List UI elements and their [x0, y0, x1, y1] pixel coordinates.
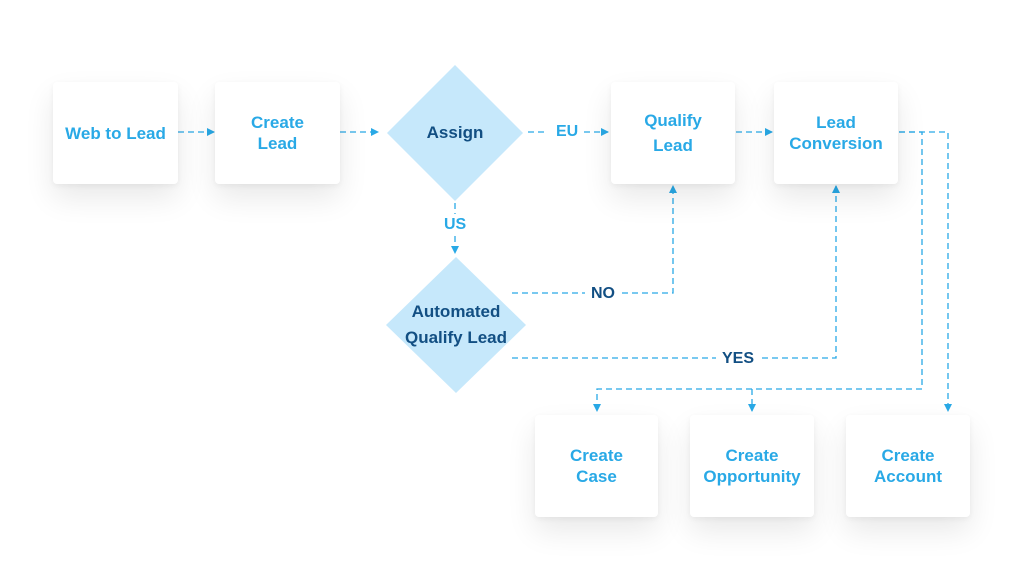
node-create-lead: Create Lead [215, 82, 340, 184]
node-automated-qualify-lead: Automated Qualify Lead [386, 298, 526, 352]
edge-yes-to-conversion [512, 185, 840, 359]
node-create-case-label: Create Case [570, 446, 623, 486]
assign-diamond [387, 65, 523, 201]
node-create-account: Create Account [846, 415, 970, 517]
node-create-account-label: Create Account [874, 446, 942, 486]
node-create-opportunity-label: Create Opportunity [703, 446, 801, 486]
edge-label-no: NO [585, 284, 621, 304]
node-web-to-lead-label: Web to Lead [65, 123, 166, 143]
node-qualify-lead: Qualify Lead [611, 82, 735, 184]
edge-label-yes: YES [716, 349, 761, 369]
node-qualify-lead-label: Qualify Lead [644, 111, 702, 155]
edge-no-to-qualify [512, 185, 677, 294]
node-web-to-lead: Web to Lead [53, 82, 178, 184]
node-automated-qualify-lead-label: Automated Qualify Lead [404, 302, 508, 347]
node-assign: Assign [395, 113, 515, 153]
node-create-opportunity: Create Opportunity [690, 415, 814, 517]
edge-conversion-to-account [899, 131, 952, 412]
edge-label-us: US [438, 215, 473, 235]
node-assign-label: Assign [426, 123, 484, 142]
edge-label-eu: EU [550, 122, 585, 142]
node-lead-conversion: Lead Conversion [774, 82, 898, 184]
node-lead-conversion-label: Lead Conversion [789, 113, 883, 153]
edge-conversion-to-case-opportunity [593, 131, 923, 412]
node-create-case: Create Case [535, 415, 658, 517]
automated-qualify-diamond [386, 257, 526, 393]
node-create-lead-label: Create Lead [251, 113, 304, 153]
